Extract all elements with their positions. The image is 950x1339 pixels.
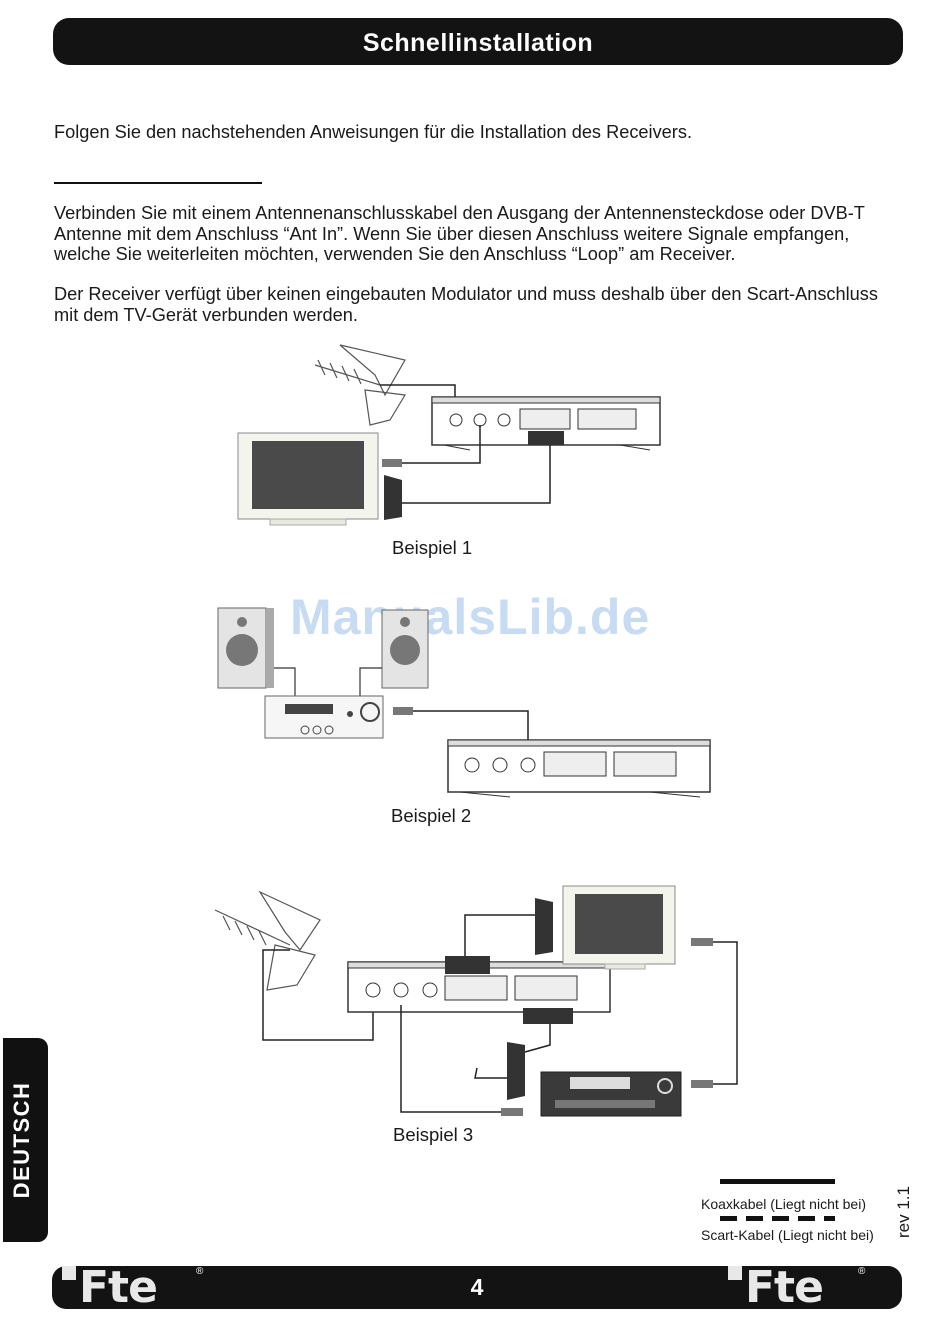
- antenna-icon: [314, 344, 406, 426]
- legend-coax-label: Koaxkabel (Liegt nicht bei): [701, 1196, 866, 1212]
- legend-scart-label: Scart-Kabel (Liegt nicht bei): [701, 1227, 874, 1243]
- tv-icon: [562, 885, 676, 970]
- language-tab: [3, 1038, 48, 1242]
- receiver-icon: [447, 739, 711, 798]
- paragraph-scart: Der Receiver verfügt über keinen eingeba…: [54, 284, 878, 325]
- caption-example-1: Beispiel 1: [392, 537, 473, 558]
- fte-logo: Fte: [728, 1262, 824, 1313]
- paragraph-antenna: Verbinden Sie mit einem Antennenanschlus…: [54, 203, 865, 264]
- caption-example-3: Beispiel 3: [393, 1124, 474, 1145]
- scart-plug-icon: [445, 956, 490, 974]
- registered-mark: ®: [196, 1266, 204, 1277]
- section-rule: [54, 182, 262, 184]
- figure-example-2: [217, 607, 711, 798]
- legend-coax-line: [720, 1179, 835, 1184]
- coax-cable: [262, 949, 374, 1041]
- receiver-icon: [431, 396, 661, 451]
- scart-cable: [524, 1024, 551, 1053]
- language-label: DEUTSCH: [9, 1081, 34, 1199]
- scart-plug-icon: [384, 475, 402, 520]
- scart-plug-icon: [535, 898, 553, 955]
- fte-logo: Fte: [62, 1262, 158, 1313]
- caption-example-2: Beispiel 2: [391, 805, 472, 826]
- coax-cable: [400, 1005, 501, 1113]
- scart-cable: [400, 445, 551, 504]
- watermark: ManualsLib.de: [290, 589, 651, 645]
- scart-plug-icon: [528, 431, 564, 445]
- speaker-icon: [381, 609, 429, 689]
- amplifier-icon: [264, 695, 384, 739]
- antenna-icon: [214, 890, 321, 991]
- page-header: Schnellinstallation: [53, 18, 903, 65]
- speaker-icon: [217, 607, 274, 689]
- figure-example-3: [214, 885, 738, 1117]
- coax-cable: [713, 941, 738, 1085]
- figure-example-1: [237, 344, 661, 526]
- rca-plug-icon: [691, 1080, 713, 1088]
- scart-plug-icon: [507, 1042, 525, 1100]
- vcr-icon: [540, 1071, 682, 1117]
- page-title: Schnellinstallation: [362, 29, 594, 57]
- tv-icon: [237, 432, 379, 526]
- page-footer: 4: [52, 1266, 902, 1309]
- rca-plug-icon: [393, 707, 413, 715]
- registered-mark: ®: [858, 1266, 866, 1277]
- scart-plug-icon: [523, 1008, 573, 1024]
- rca-plug-icon: [501, 1108, 523, 1116]
- coax-cable: [400, 425, 481, 464]
- intro-text: Folgen Sie den nachstehenden Anweisungen…: [54, 122, 692, 142]
- coax-cable: [413, 710, 529, 750]
- page-number: 4: [470, 1274, 484, 1300]
- scart-cable: [474, 1067, 507, 1079]
- revision-label: rev 1.1: [894, 1186, 913, 1238]
- rca-plug-icon: [382, 459, 402, 467]
- legend-scart-line: [720, 1216, 835, 1221]
- rca-plug-icon: [691, 938, 713, 946]
- scart-cable: [464, 914, 535, 956]
